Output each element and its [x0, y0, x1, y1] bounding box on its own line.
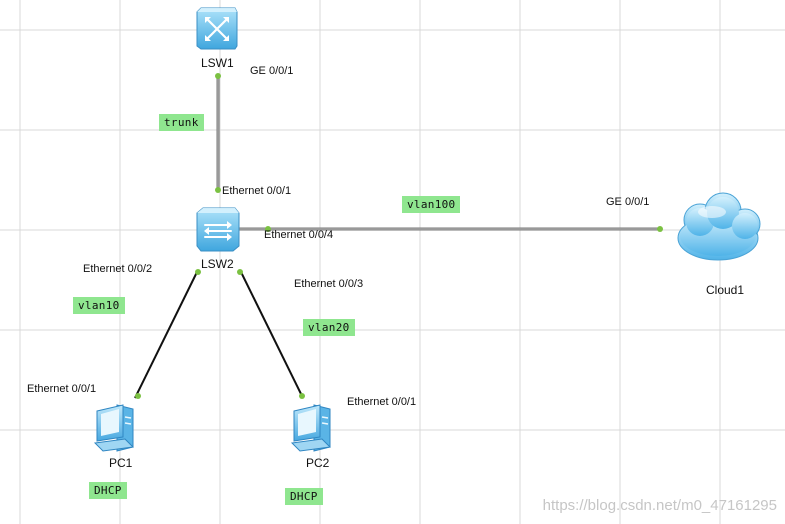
- pc1-dhcp-tag: DHCP: [89, 482, 127, 499]
- port-dot-lsw2-e003: [237, 269, 243, 275]
- watermark-url: https://blog.csdn.net/m0_47161295: [542, 497, 777, 514]
- pc1-port-label: Ethernet 0/0/1: [27, 383, 97, 395]
- port-dot-pc2-e001: [299, 393, 305, 399]
- trunk-tag: trunk: [159, 114, 204, 131]
- port-dot-lsw1-ge001: [215, 73, 221, 79]
- port-dot-cloud1-ge001: [657, 226, 663, 232]
- vlan10-tag: vlan10: [73, 297, 125, 314]
- lsw2-name: LSW2: [201, 257, 234, 271]
- link-lsw2-pc1[interactable]: [134, 269, 199, 399]
- lsw2-cloud-port-label: Ethernet 0/0/4: [264, 229, 334, 241]
- port-dot-pc1-e001: [135, 393, 141, 399]
- lsw2-uplink-port-label: Ethernet 0/0/1: [222, 185, 292, 197]
- lsw2-switch-icon[interactable]: [196, 207, 240, 252]
- pc1-computer-icon[interactable]: [93, 404, 135, 452]
- port-dot-lsw2-e004: [265, 226, 271, 232]
- cloud1-name: Cloud1: [706, 283, 745, 297]
- lsw2-pc2-port-label: Ethernet 0/0/3: [294, 278, 364, 290]
- lsw1-switch-icon[interactable]: [196, 7, 238, 50]
- link-lsw2-pc2[interactable]: [239, 269, 304, 399]
- lsw1-name: LSW1: [201, 56, 234, 70]
- cloud1-port-label: GE 0/0/1: [606, 196, 650, 208]
- pc2-dhcp-tag: DHCP: [285, 488, 323, 505]
- pc2-port-label: Ethernet 0/0/1: [347, 396, 417, 408]
- port-dot-lsw2-e001: [215, 187, 221, 193]
- cloud1-cloud-icon[interactable]: [677, 192, 761, 261]
- port-dot-lsw2-e002: [195, 269, 201, 275]
- vlan100-tag: vlan100: [402, 196, 461, 213]
- lsw1-port-label: GE 0/0/1: [250, 65, 294, 77]
- lsw2-pc1-port-label: Ethernet 0/0/2: [83, 263, 153, 275]
- vlan20-tag: vlan20: [303, 319, 355, 336]
- pc2-computer-icon[interactable]: [290, 404, 332, 452]
- pc2-name: PC2: [306, 456, 330, 470]
- port-dots: [135, 73, 663, 399]
- pc1-name: PC1: [109, 456, 133, 470]
